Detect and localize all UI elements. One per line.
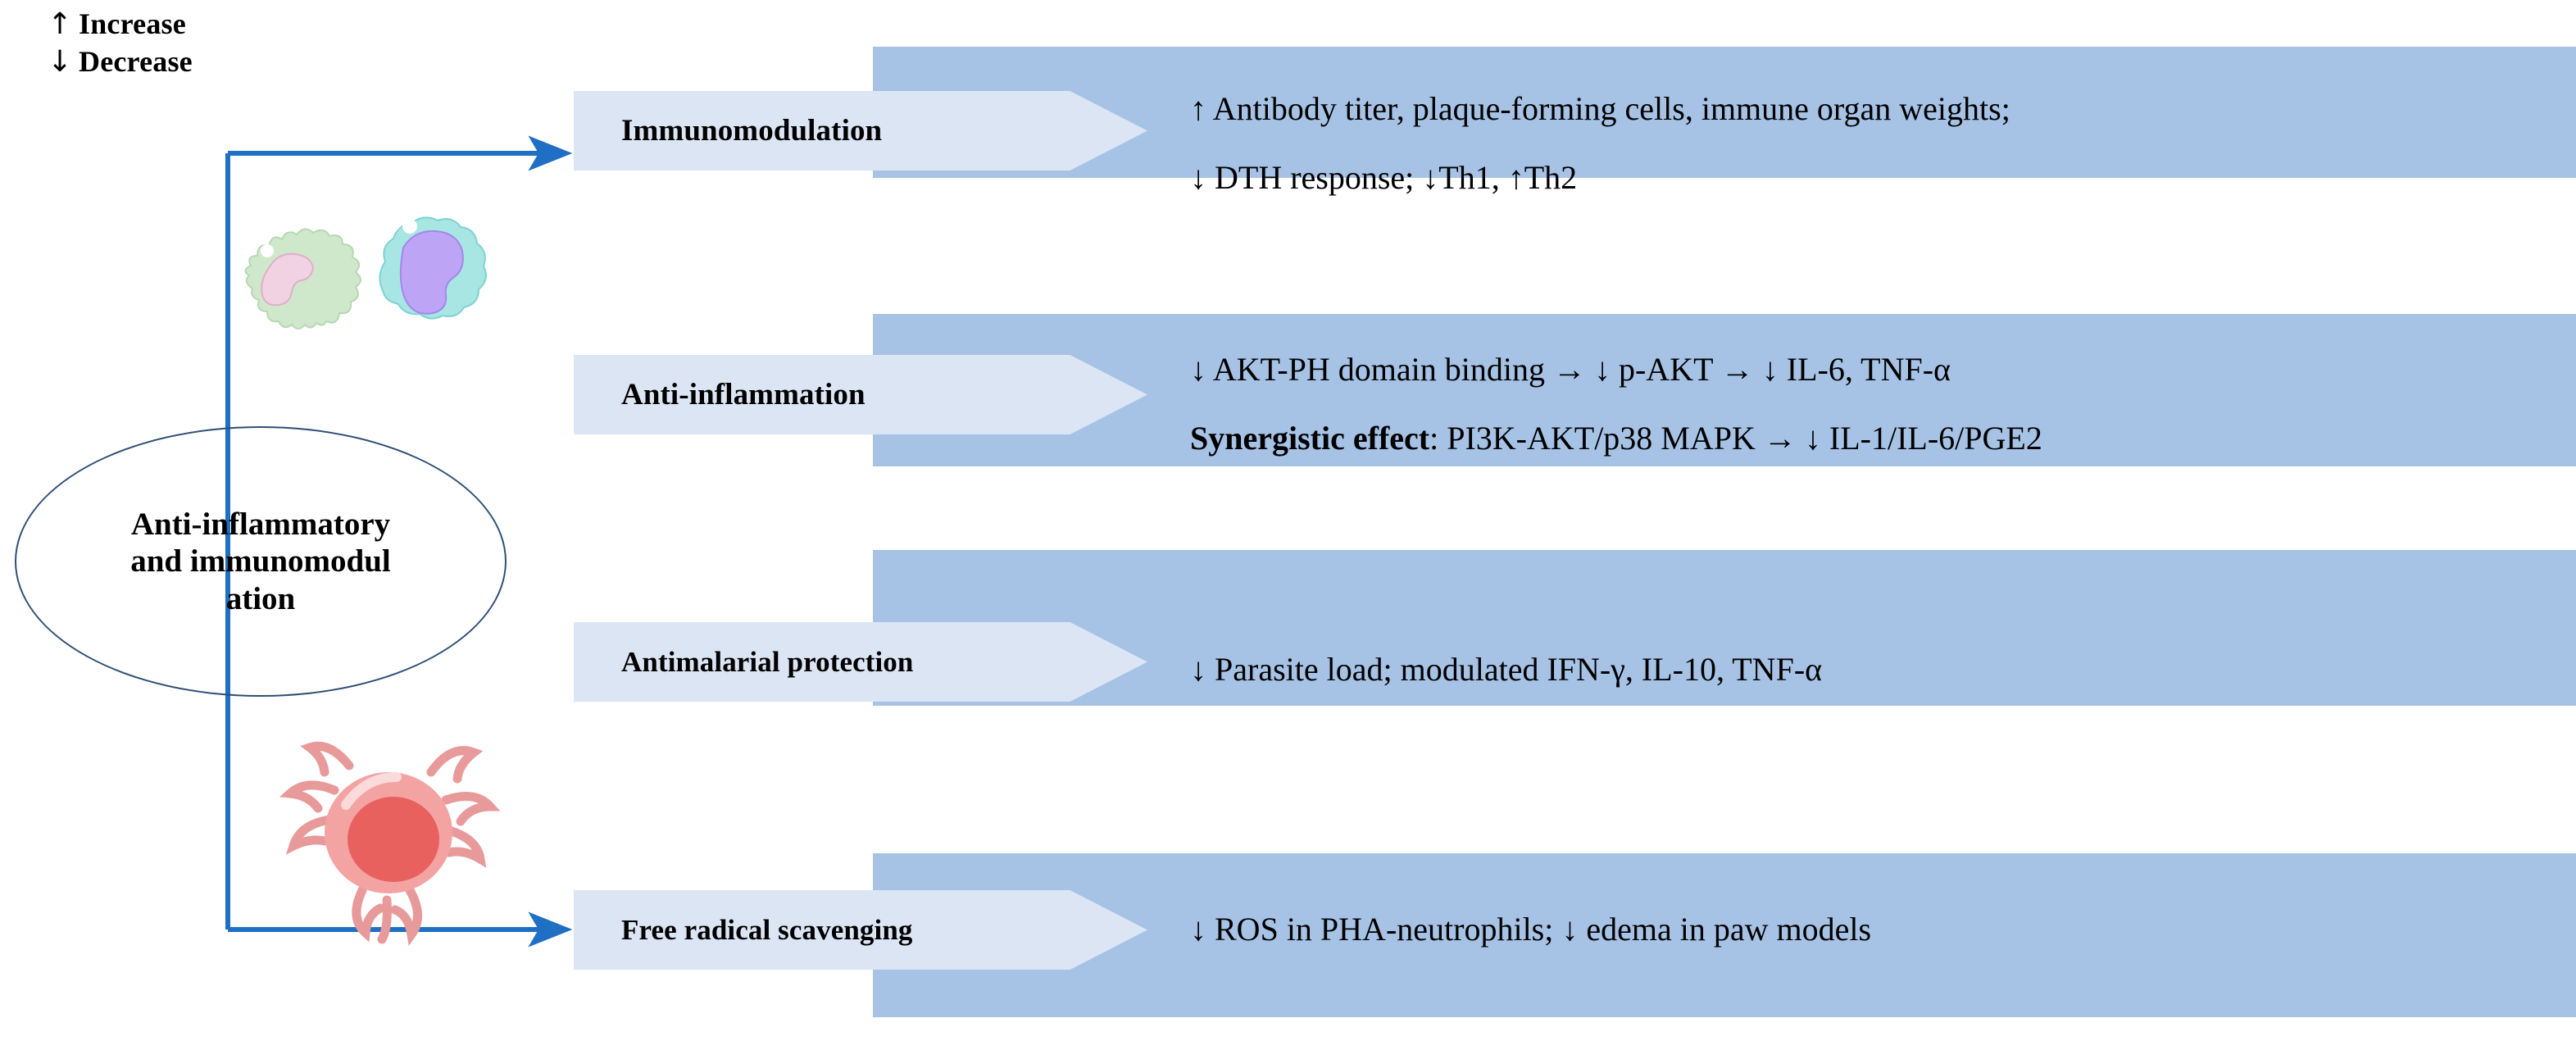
content-line-text: ↓ DTH response; ↓Th1, ↑Th2 xyxy=(1190,159,1578,196)
row-panel-antimalarial-protection xyxy=(873,550,2576,706)
content-line: Synergistic effect: PI3K-AKT/p38 MAPK → … xyxy=(1190,422,2042,455)
content-immunomodulation: ↑ Antibody titer, plaque-forming cells, … xyxy=(1190,93,2010,194)
content-line-bold-prefix: Synergistic effect xyxy=(1190,420,1430,457)
immune-cell-teal xyxy=(379,209,487,320)
content-line-text: ↑ Antibody titer, plaque-forming cells, … xyxy=(1190,90,2010,127)
content-line-text: : PI3K-AKT/p38 MAPK → ↓ IL-1/IL-6/PGE2 xyxy=(1429,420,2042,457)
content-line-text: ↓ AKT-PH domain binding → ↓ p-AKT → ↓ IL… xyxy=(1190,351,1951,388)
legend: ↑ Increase ↓ Decrease xyxy=(48,7,375,82)
content-line-text: ↓ Parasite load; modulated IFN-γ, IL-10,… xyxy=(1190,651,1823,688)
chevron-banner-antimalarial-protection[interactable]: Antimalarial protection xyxy=(574,622,1147,702)
content-line-text: ↓ ROS in PHA-neutrophils; ↓ edema in paw… xyxy=(1190,911,1872,948)
content-antimalarial-protection: ↓ Parasite load; modulated IFN-γ, IL-10,… xyxy=(1190,653,1822,686)
row-panel-immunomodulation xyxy=(873,47,2576,178)
chevron-label-antimalarial-protection: Antimalarial protection xyxy=(621,645,914,678)
down-arrow-icon: ↓ xyxy=(48,45,73,79)
central-node-ellipse: Anti-inflammatory and immunomodulation xyxy=(15,426,507,697)
content-line: ↑ Antibody titer, plaque-forming cells, … xyxy=(1190,93,2010,125)
chevron-banner-free-radical-scavenging[interactable]: Free radical scavenging xyxy=(574,890,1147,970)
chevron-banner-anti-inflammation[interactable]: Anti-inflammation xyxy=(574,355,1147,434)
chevron-label-free-radical-scavenging: Free radical scavenging xyxy=(621,913,913,946)
content-line: ↓ ROS in PHA-neutrophils; ↓ edema in paw… xyxy=(1190,913,1871,946)
legend-item-decrease: ↓ Decrease xyxy=(48,44,375,82)
row-panel-anti-inflammation xyxy=(873,314,2576,466)
content-line: ↓ Parasite load; modulated IFN-γ, IL-10,… xyxy=(1190,653,1822,686)
parasite-illustration xyxy=(279,741,501,946)
legend-item-increase: ↑ Increase xyxy=(48,7,375,44)
legend-label-decrease: Decrease xyxy=(79,45,193,78)
legend-label-increase: Increase xyxy=(79,7,186,40)
content-anti-inflammation: ↓ AKT-PH domain binding → ↓ p-AKT → ↓ IL… xyxy=(1190,353,2042,455)
immune-cell-green xyxy=(244,227,361,330)
row-panel-free-radical-scavenging xyxy=(873,853,2576,1017)
up-arrow-icon: ↑ xyxy=(48,7,73,41)
content-line: ↓ DTH response; ↓Th1, ↑Th2 xyxy=(1190,161,2010,194)
content-line: ↓ AKT-PH domain binding → ↓ p-AKT → ↓ IL… xyxy=(1190,353,2042,386)
chevron-banner-immunomodulation[interactable]: Immunomodulation xyxy=(574,91,1147,170)
chevron-label-immunomodulation: Immunomodulation xyxy=(621,114,883,148)
content-free-radical-scavenging: ↓ ROS in PHA-neutrophils; ↓ edema in paw… xyxy=(1190,913,1871,946)
immune-cells-illustration xyxy=(244,209,487,330)
chevron-label-anti-inflammation: Anti-inflammation xyxy=(621,378,865,411)
central-node-label: Anti-inflammatory and immunomodulation xyxy=(130,507,391,616)
